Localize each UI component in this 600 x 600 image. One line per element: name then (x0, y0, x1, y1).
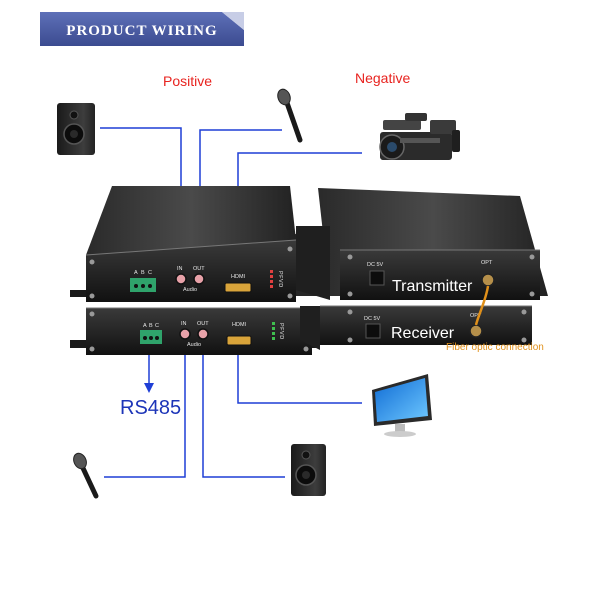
wire-monitor-hdmi (237, 350, 362, 404)
bottom-led-labels: PFVD (278, 323, 284, 340)
top-led-labels: PFVD (277, 271, 283, 288)
camcorder-icon (379, 113, 460, 160)
receiver-opt-port[interactable] (469, 324, 483, 338)
receiver-opt-label: OPT (470, 313, 482, 319)
bottom-hdmi-label: HDMI (232, 322, 247, 328)
bottom-audio-out-label: OUT (197, 321, 209, 327)
rs485-arrow (144, 383, 154, 393)
bottom-audio-label: Audio (187, 342, 201, 348)
speaker-icon (57, 103, 95, 155)
top-audio-out-jack[interactable] (193, 273, 205, 285)
bottom-terminal-a: A (143, 323, 147, 329)
receiver-dc-label: DC 5V (364, 316, 381, 322)
microphone-icon (277, 88, 303, 143)
bottom-hdmi-port[interactable] (226, 335, 252, 346)
top-audio-label: Audio (183, 287, 197, 293)
transmitter-dc-label: DC 5V (367, 262, 384, 268)
speaker-icon (291, 444, 326, 496)
top-terminal-a: A (134, 270, 138, 276)
banner-title: PRODUCT WIRING (66, 23, 217, 39)
top-hdmi-port[interactable] (224, 282, 252, 293)
top-hdmi-label: HDMI (231, 274, 246, 280)
top-terminal-b: B (141, 270, 145, 276)
positive-label: Positive (163, 73, 212, 89)
left-device-bottom: A B C IN OUT Audio HDMI PFVD (70, 307, 320, 355)
top-audio-in-jack[interactable] (175, 273, 187, 285)
top-audio-in-label: IN (177, 266, 183, 272)
wire-speaker-bottom (202, 340, 285, 478)
bottom-audio-out-jack[interactable] (197, 328, 209, 340)
rs485-label: RS485 (120, 397, 181, 419)
receiver-label: Receiver (391, 325, 455, 342)
transmitter-dc-jack[interactable] (369, 270, 385, 286)
bottom-audio-in-jack[interactable] (179, 328, 191, 340)
fiber-label: Fiber optic connection (446, 342, 544, 353)
wire-mic-bottom (104, 340, 186, 478)
left-device-top: A B C IN OUT Audio HDMI PFVD (70, 186, 318, 302)
title-banner: PRODUCT WIRING (40, 12, 244, 46)
right-device-top: DC 5V OPT Transmitter (296, 188, 548, 300)
monitor-icon (372, 374, 432, 437)
top-terminal-c: C (148, 270, 152, 276)
bottom-audio-in-label: IN (181, 321, 187, 327)
fiber-cable (474, 285, 490, 326)
bottom-terminal-b: B (149, 323, 153, 329)
wires (100, 127, 362, 478)
transmitter-opt-label: OPT (481, 260, 493, 266)
bottom-terminal-c: C (155, 323, 159, 329)
negative-label: Negative (355, 70, 410, 86)
transmitter-opt-port[interactable] (481, 273, 495, 287)
top-audio-out-label: OUT (193, 266, 205, 272)
transmitter-label: Transmitter (392, 278, 473, 295)
receiver-dc-jack[interactable] (365, 323, 381, 339)
microphone-icon (73, 452, 99, 499)
